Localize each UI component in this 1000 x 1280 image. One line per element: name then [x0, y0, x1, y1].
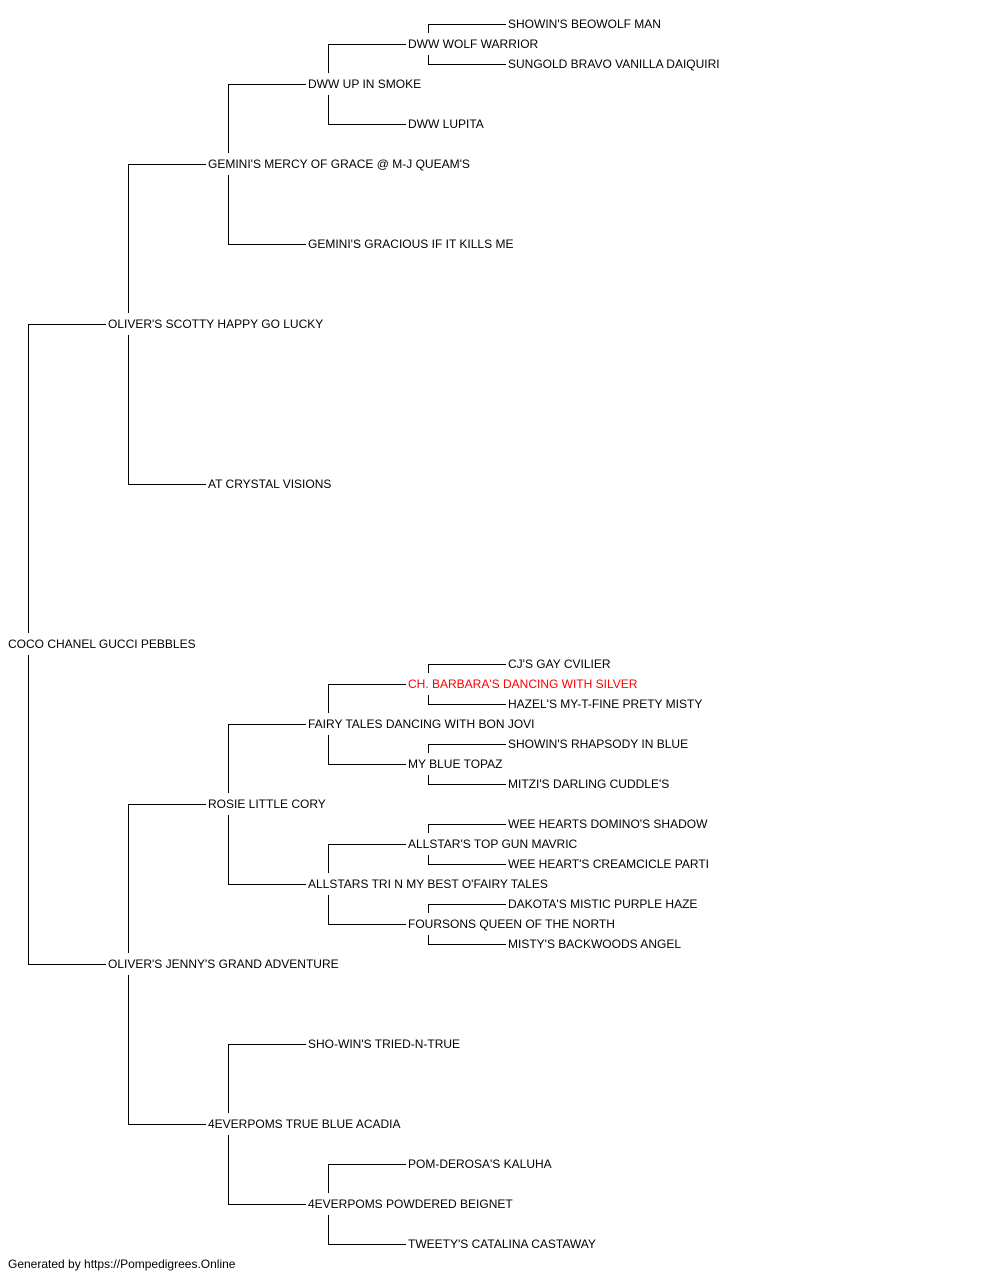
ancestor-name: DWW LUPITA [408, 117, 484, 131]
ancestor-name: ROSIE LITTLE CORY [208, 797, 326, 811]
dam-connector [428, 935, 506, 945]
ancestor-name: MITZI'S DARLING CUDDLE'S [508, 777, 669, 791]
sire-connector [428, 24, 506, 33]
ancestor-name: CH. BARBARA'S DANCING WITH SILVER [408, 677, 638, 691]
footer-credit: Generated by https://Pompedigrees.Online [8, 1257, 236, 1271]
dam-connector [428, 695, 506, 705]
sire-connector [328, 844, 406, 873]
ancestor-name: MISTY'S BACKWOODS ANGEL [508, 937, 681, 951]
dam-connector [428, 855, 506, 865]
ancestor-name: AT CRYSTAL VISIONS [208, 477, 331, 491]
ancestor-name: 4EVERPOMS POWDERED BEIGNET [308, 1197, 513, 1211]
sire-connector [28, 324, 106, 633]
dam-connector [28, 655, 106, 965]
ancestor-name: ALLSTAR'S TOP GUN MAVRIC [408, 837, 578, 851]
dam-connector [328, 735, 406, 765]
ancestor-name: MY BLUE TOPAZ [408, 757, 502, 771]
dam-connector [128, 975, 206, 1125]
sire-connector [428, 744, 506, 753]
sire-connector [128, 804, 206, 953]
ancestor-name: SHOWIN'S RHAPSODY IN BLUE [508, 737, 688, 751]
ancestor-name: GEMINI'S GRACIOUS IF IT KILLS ME [308, 237, 513, 251]
ancestor-name: GEMINI'S MERCY OF GRACE @ M-J QUEAM'S [208, 157, 470, 171]
ancestor-name: WEE HEART'S CREAMCICLE PARTI [508, 857, 709, 871]
pedigree-tree: COCO CHANEL GUCCI PEBBLES OLIVER'S SCOTTY… [8, 17, 720, 1250]
sire-connector [228, 1044, 306, 1113]
dam-connector [428, 55, 506, 65]
ancestor-name: 4EVERPOMS TRUE BLUE ACADIA [208, 1117, 401, 1131]
dam-connector [228, 815, 306, 885]
sire-connector [328, 44, 406, 73]
subject-name: COCO CHANEL GUCCI PEBBLES [8, 637, 196, 651]
sire-connector [328, 1164, 406, 1193]
sire-connector [428, 824, 506, 833]
ancestor-name: DAKOTA'S MISTIC PURPLE HAZE [508, 897, 697, 911]
ancestor-name: SHO-WIN'S TRIED-N-TRUE [308, 1037, 460, 1051]
ancestor-name: SHOWIN'S BEOWOLF MAN [508, 17, 661, 31]
ancestor-name: FOURSONS QUEEN OF THE NORTH [408, 917, 615, 931]
ancestor-name: TWEETY'S CATALINA CASTAWAY [408, 1237, 596, 1250]
ancestor-name: DWW WOLF WARRIOR [408, 37, 539, 51]
dam-connector [328, 895, 406, 925]
ancestor-name: OLIVER'S SCOTTY HAPPY GO LUCKY [108, 317, 323, 331]
dam-connector [428, 775, 506, 785]
dam-connector [228, 1135, 306, 1205]
ancestor-name: WEE HEARTS DOMINO'S SHADOW [508, 817, 708, 831]
ancestor-name: SUNGOLD BRAVO VANILLA DAIQUIRI [508, 57, 720, 71]
ancestor-name: ALLSTARS TRI N MY BEST O'FAIRY TALES [308, 877, 548, 891]
ancestor-name: CJ'S GAY CVILIER [508, 657, 611, 671]
ancestor-name: DWW UP IN SMOKE [308, 77, 421, 91]
dam-connector [128, 335, 206, 485]
sire-connector [428, 904, 506, 913]
sire-connector [228, 724, 306, 793]
dam-connector [328, 95, 406, 125]
sire-connector [128, 164, 206, 313]
sire-connector [228, 84, 306, 153]
dam-connector [228, 175, 306, 245]
ancestor-name: OLIVER'S JENNY'S GRAND ADVENTURE [108, 957, 339, 971]
ancestor-name: FAIRY TALES DANCING WITH BON JOVI [308, 717, 535, 731]
sire-connector [428, 664, 506, 673]
ancestor-name: POM-DEROSA'S KALUHA [408, 1157, 552, 1171]
sire-connector [328, 684, 406, 713]
dam-connector [328, 1215, 406, 1245]
ancestor-name: HAZEL'S MY-T-FINE PRETY MISTY [508, 697, 702, 711]
